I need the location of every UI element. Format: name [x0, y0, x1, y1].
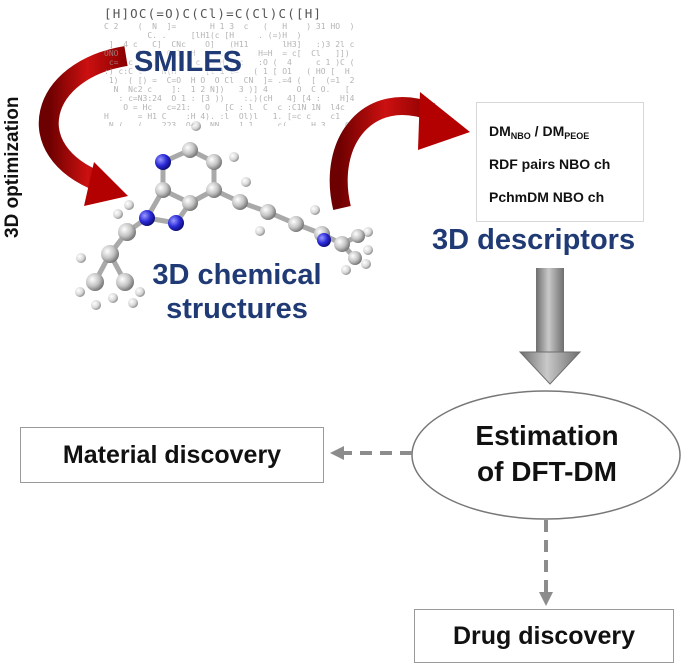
hydrogen-atom [310, 205, 320, 215]
descriptors-to-estimation-arrow [518, 268, 582, 385]
optimization-label: 3D optimization [2, 96, 23, 238]
material-discovery-box: Material discovery [20, 427, 324, 483]
nitrogen-atom [155, 154, 171, 170]
structure-to-descriptors-arrow [329, 92, 470, 211]
carbon-atom [348, 251, 362, 265]
drug-discovery-box: Drug discovery [414, 609, 674, 663]
chemical-structures-label: 3D chemical structures [112, 258, 362, 326]
carbon-atom [232, 194, 248, 210]
carbon-atom [351, 229, 365, 243]
smiles-title: SMILES [134, 46, 242, 78]
nitrogen-atom [168, 215, 184, 231]
estimation-line-1: Estimation [475, 420, 619, 451]
estimation-line-2: of DFT-DM [477, 456, 617, 487]
chemical-structures-line-1: 3D chemical [152, 259, 322, 291]
hydrogen-atom [108, 293, 118, 303]
nitrogen-atom [317, 233, 331, 247]
hydrogen-atom [341, 265, 351, 275]
hydrogen-atom [76, 253, 86, 263]
estimation-to-material-arrow [330, 446, 412, 460]
carbon-atom [260, 204, 276, 220]
carbon-atom [182, 195, 198, 211]
hydrogen-atom [124, 200, 134, 210]
smiles-background-texture: C 2 ( N ]= H 1 3 c ( H ) 31 HO ) C. . [l… [104, 22, 355, 126]
carbon-atom [206, 182, 222, 198]
hydrogen-atom [75, 287, 85, 297]
estimation-to-drug-arrow [539, 520, 553, 606]
molecule-3d-structure [75, 121, 373, 310]
hydrogen-atom [363, 227, 373, 237]
hydrogen-atom [361, 259, 371, 269]
carbon-atom [155, 182, 171, 198]
descriptors-title: 3D descriptors [432, 224, 636, 256]
hydrogen-atom [113, 209, 123, 219]
descriptor-dm: DMNBO / DMPEOE [489, 123, 590, 141]
smiles-to-structure-arrow [38, 46, 128, 206]
descriptors-box: DMNBO / DMPEOE RDF pairs NBO ch PchmDM N… [476, 102, 644, 222]
descriptor-pchm: PchmDM NBO ch [489, 189, 605, 205]
estimation-label: Estimation of DFT-DM [416, 418, 678, 490]
carbon-atom [182, 142, 198, 158]
hydrogen-atom [191, 121, 201, 131]
carbon-atom [206, 154, 222, 170]
descriptor-rdf: RDF pairs NBO ch [489, 156, 611, 172]
hydrogen-atom [91, 300, 101, 310]
nitrogen-atom [139, 210, 155, 226]
smiles-string: [H]OC(=O)C(Cl)=C(Cl)C([H] [104, 6, 323, 21]
hydrogen-atom [241, 177, 251, 187]
carbon-atom [334, 236, 350, 252]
carbon-atom [86, 273, 104, 291]
carbon-atom [101, 245, 119, 263]
carbon-atom [288, 216, 304, 232]
hydrogen-atom [255, 226, 265, 236]
hydrogen-atom [229, 152, 239, 162]
hydrogen-atom [128, 298, 138, 308]
chemical-structures-line-2: structures [166, 293, 308, 325]
hydrogen-atom [135, 287, 145, 297]
carbon-atom [116, 273, 134, 291]
carbon-atom [118, 223, 136, 241]
hydrogen-atom [363, 245, 373, 255]
